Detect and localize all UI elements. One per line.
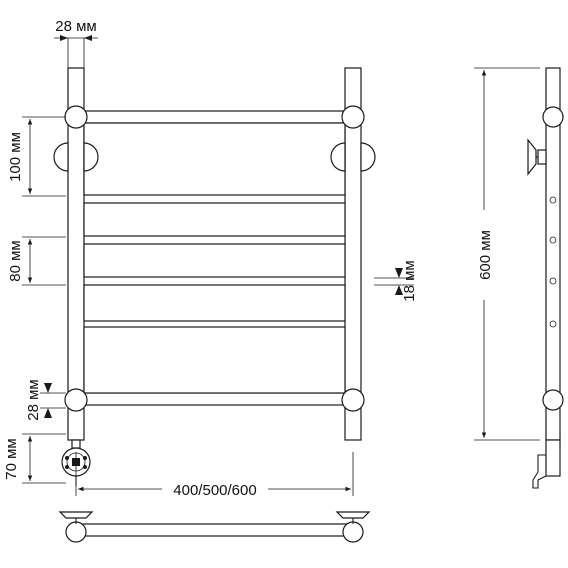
side-rung-end-3 (549, 277, 557, 285)
top-view-right-flange (335, 511, 371, 519)
rung-spacing-label: 80 мм (7, 240, 24, 281)
heater-dot-3 (65, 465, 69, 469)
top-rail (83, 110, 346, 124)
front-view (53, 67, 376, 486)
flat-rung-3 (83, 243, 346, 278)
top-view-left-flange (58, 511, 94, 519)
top-view-rail (75, 523, 354, 537)
flat-rung-1 (83, 122, 346, 196)
side-bottom-joint (542, 389, 564, 411)
side-wall-mount (527, 138, 537, 176)
flat-rung-2 (83, 202, 346, 237)
dimensions (22, 35, 540, 496)
bottom-right-joint (341, 388, 365, 412)
heater-dot-2 (83, 456, 87, 460)
heater-dot-1 (65, 456, 69, 460)
connection-height-label: 70 мм (3, 438, 20, 479)
side-top-joint (542, 106, 564, 128)
side-rung-end-1 (549, 196, 557, 204)
top-right-joint (341, 105, 365, 129)
top-view-left-joint (65, 521, 87, 543)
rung-thickness-label: 18 мм (401, 260, 418, 301)
heater-dot-4 (83, 465, 87, 469)
top-view-right-joint (342, 521, 364, 543)
bottom-left-joint (64, 388, 88, 412)
top-left-joint (64, 105, 88, 129)
width-label: 400/500/600 (173, 482, 256, 499)
bottom-rail (83, 392, 346, 406)
side-view (527, 67, 564, 489)
side-rung-end-4 (549, 320, 557, 328)
heater-neck (71, 439, 81, 449)
right-wall-mount-right (360, 142, 376, 172)
side-heater (545, 439, 561, 477)
left-wall-mount (53, 142, 69, 172)
dimension-labels: 28 мм 100 мм 80 мм 18 мм 28 мм 70 мм 400… (3, 18, 494, 499)
bottom-pipe-label: 28 мм (25, 379, 42, 420)
top-view (58, 511, 371, 543)
top-spacing-label: 100 мм (7, 132, 24, 182)
right-wall-mount (330, 142, 346, 172)
pipe-diameter-label: 28 мм (55, 18, 96, 35)
height-label: 600 мм (477, 230, 494, 280)
left-wall-mount-right (83, 142, 99, 172)
flat-rung-5 (83, 326, 346, 394)
flat-rung-4 (83, 284, 346, 322)
side-heater-connector (532, 454, 547, 489)
side-rung-end-2 (549, 236, 557, 244)
